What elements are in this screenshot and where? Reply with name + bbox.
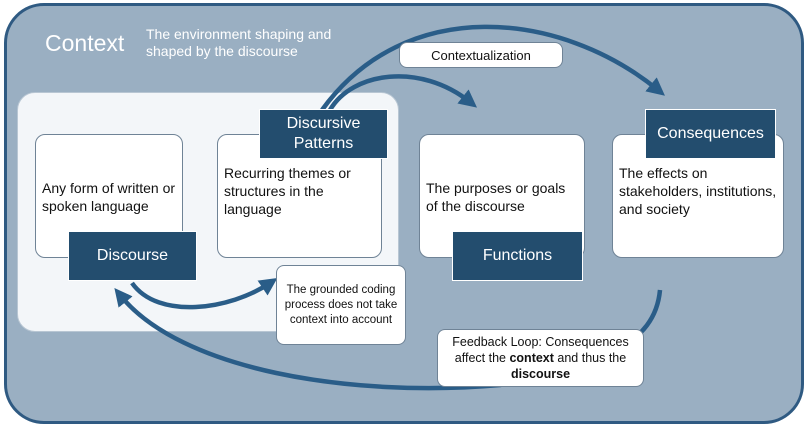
feedback-loop-note: Feedback Loop: Consequences affect the c… (437, 329, 644, 387)
consequences-description: The effects on stakeholders, institution… (619, 165, 777, 217)
functions-description: The purposes or goals of the discourse (426, 180, 566, 214)
grounded-coding-note: The grounded coding process does not tak… (276, 265, 406, 345)
discourse-node: Discourse (68, 231, 197, 281)
discourse-to-patterns-arrow (130, 277, 278, 310)
context-subtitle: The environment shaping and shaped by th… (146, 26, 332, 59)
contextualization-arrow-to-functions (328, 74, 478, 112)
functions-node: Functions (452, 231, 583, 281)
discursive-patterns-node: Discursive Patterns (259, 109, 388, 159)
grounded-coding-note-text: The grounded coding process does not tak… (284, 283, 398, 326)
contextualization-arrow-to-consequences (320, 24, 665, 112)
contextualization-label: Contextualization (399, 42, 563, 68)
feedback-loop-text: Feedback Loop: Consequences affect the c… (452, 335, 629, 381)
discourse-description: Any form of written or spoken language (42, 180, 176, 214)
consequences-node: Consequences (645, 109, 776, 159)
contextualization-text: Contextualization (431, 47, 531, 63)
context-title: Context (45, 30, 125, 56)
patterns-description: Recurring themes or structures in the la… (224, 165, 351, 217)
